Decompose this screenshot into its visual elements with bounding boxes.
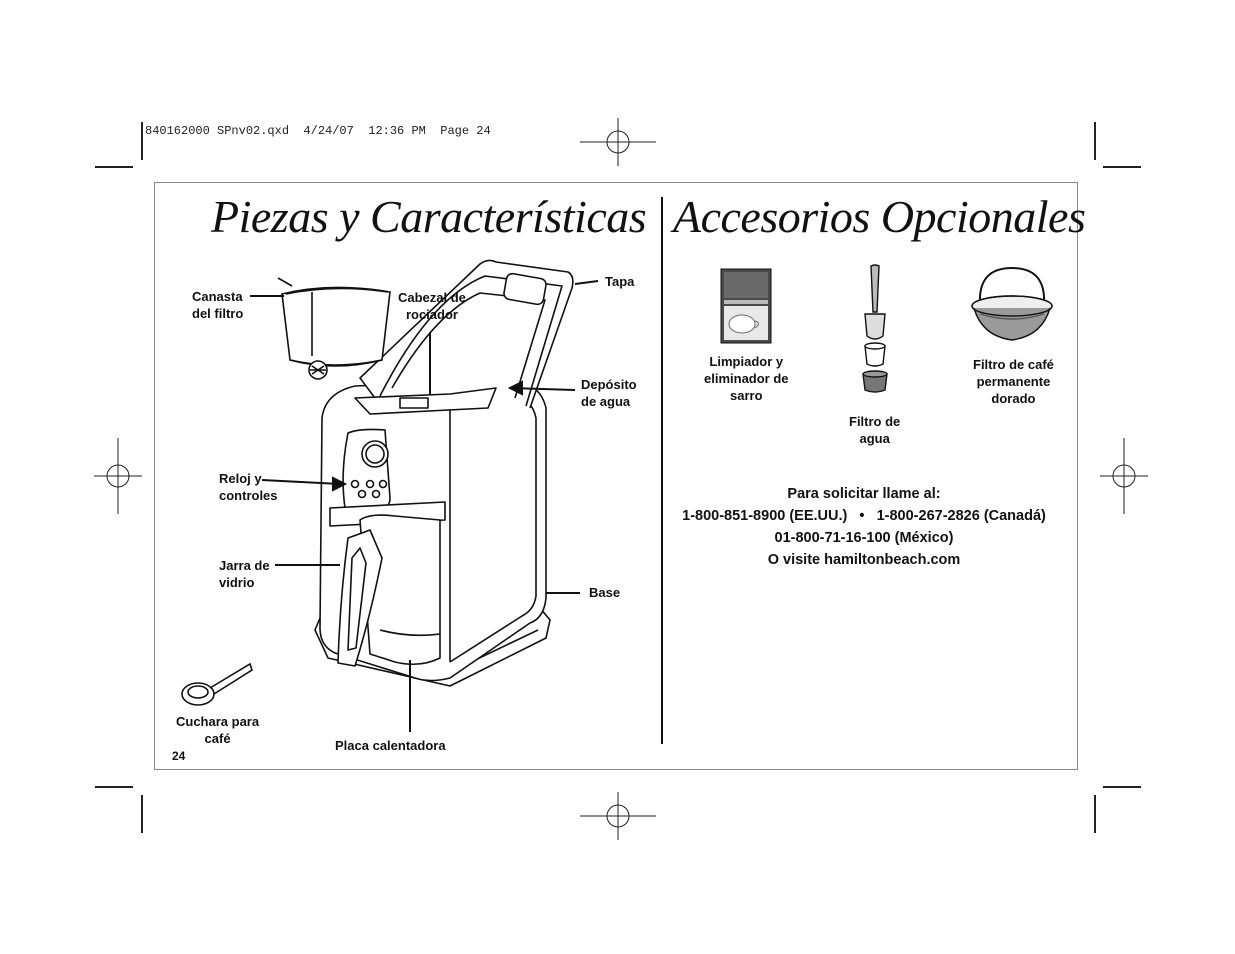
label-tapa: Tapa [605,274,635,289]
label-placa-calentadora: Placa calentadora [335,738,446,753]
registration-mark-right [1100,438,1148,514]
page-number: 24 [172,749,186,763]
coffee-maker-illustration [314,259,574,687]
registration-mark-bottom [580,792,656,840]
phone-mexico: 01-800-71-16-100 (México) [774,530,954,546]
printer-slug: 840162000 SPnv02.qxd 4/24/07 12:36 PM Pa… [145,124,491,138]
page-frame [154,182,1078,770]
water-filter-illustration [862,264,888,393]
registration-mark-left [94,438,142,514]
coffee-scoop-illustration [181,662,253,706]
label-filtro-de-cafe: Filtro de café permanente dorado [973,357,1054,406]
descaler-package-illustration [720,268,772,344]
right-title: Accesorios Opcionales [673,191,1086,242]
website-link[interactable]: O visite hamiltonbeach.com [767,552,961,568]
label-filtro-de-agua: Filtro de agua [849,414,901,446]
registration-mark-top [580,118,656,166]
label-limpiador: Limpiador y eliminador de sarro [704,354,789,403]
phone-us-canada: 1-800-851-8900 (EE.UU.) • 1-800-267-2826… [682,508,1046,524]
label-base: Base [589,585,621,600]
left-title: Piezas y Características [211,191,647,242]
column-divider [661,197,663,744]
filter-basket-illustration [277,277,391,380]
order-heading: Para solicitar llame al: [787,486,941,502]
gold-tone-filter-illustration [971,266,1053,341]
order-info: Para solicitar llame al: 1-800-851-8900 … [666,483,1062,571]
